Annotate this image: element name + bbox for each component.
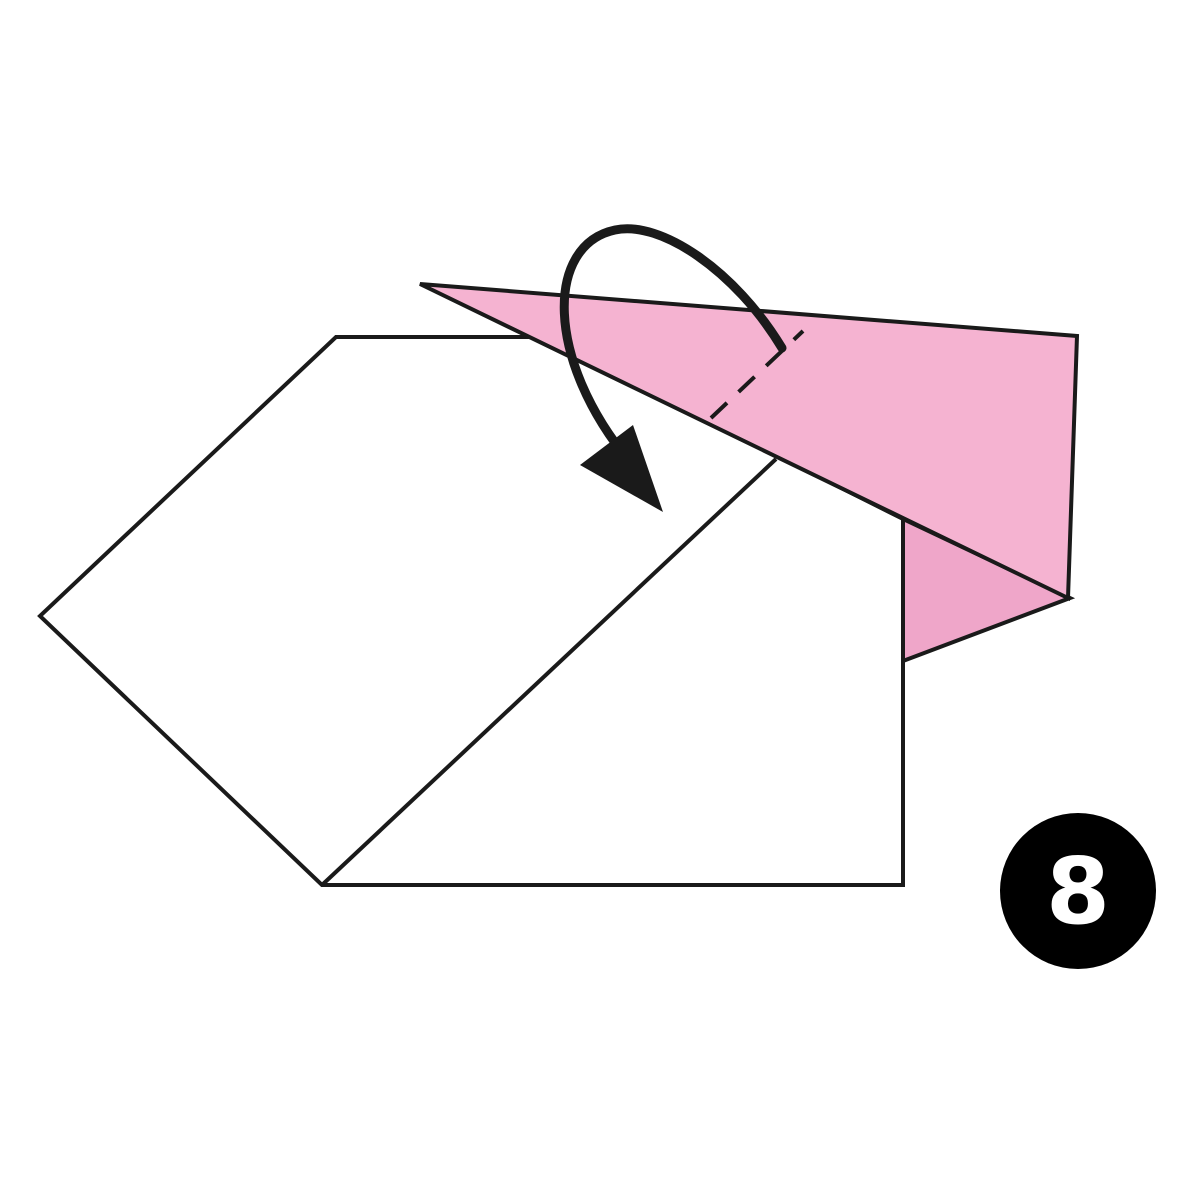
dashed-fold-line [709, 329, 805, 420]
inner-diagonal-edge [320, 457, 778, 887]
step-badge: 8 [1000, 813, 1156, 969]
pink-flap-front [419, 282, 1080, 602]
curved-arrow-icon [559, 224, 787, 467]
step-badge-circle [1000, 813, 1156, 969]
step-number: 8 [1046, 838, 1110, 945]
arrow-head-icon [580, 425, 663, 512]
